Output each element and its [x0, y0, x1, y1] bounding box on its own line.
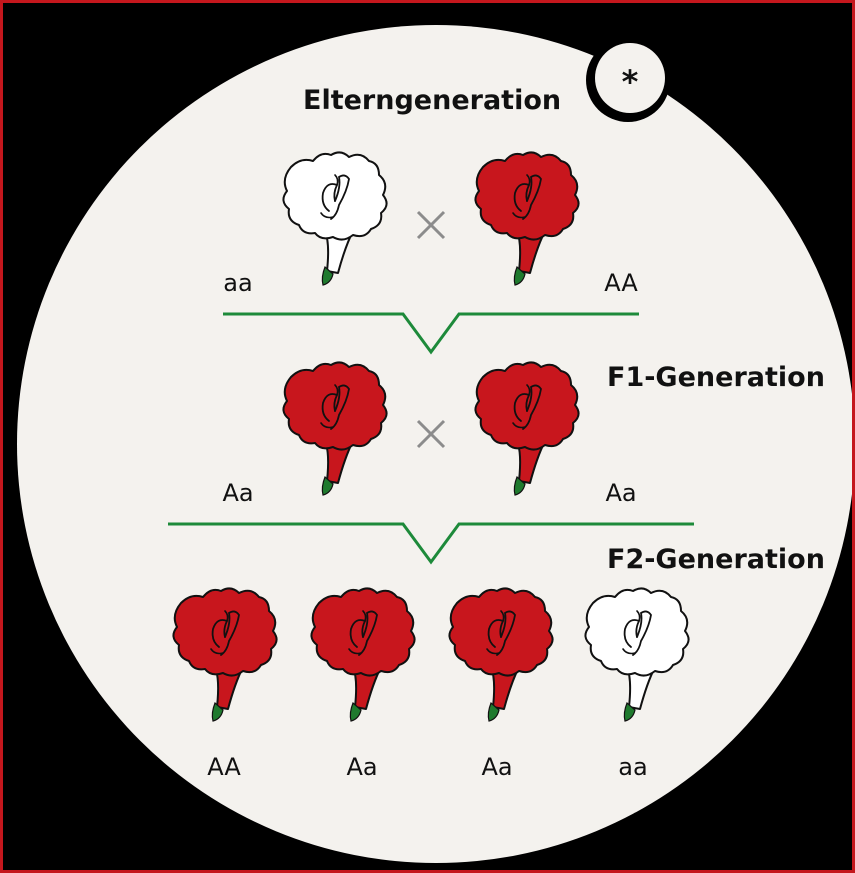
background-circle	[17, 25, 852, 863]
connector-line-1	[223, 312, 639, 355]
genotype-parent-1: aa	[223, 269, 253, 297]
flower-parent-2	[474, 151, 580, 286]
cross-symbol-parent	[416, 210, 446, 240]
heading-parent-generation: Elterngeneration	[303, 85, 562, 116]
genotype-f2-4: aa	[618, 753, 648, 781]
heading-f2-generation: F2-Generation	[607, 544, 825, 575]
genotype-parent-2: AA	[604, 269, 638, 297]
genotype-f2-2: Aa	[346, 753, 378, 781]
asterisk-badge: *	[595, 43, 665, 113]
cross-symbol-f1	[416, 419, 446, 449]
genotype-f1-2: Aa	[605, 479, 637, 507]
genotype-f1-1: Aa	[222, 479, 254, 507]
genotype-f2-1: AA	[207, 753, 241, 781]
flower-f2-3	[448, 587, 554, 722]
flower-parent-1	[282, 151, 388, 286]
flower-f1-1	[282, 361, 388, 496]
flower-f2-1	[172, 587, 278, 722]
heading-f1-generation: F1-Generation	[607, 362, 825, 393]
flower-f2-2	[310, 587, 416, 722]
connector-line-2	[168, 522, 694, 565]
genotype-f2-3: Aa	[481, 753, 513, 781]
flower-f2-4	[584, 587, 690, 722]
flower-f1-2	[474, 361, 580, 496]
